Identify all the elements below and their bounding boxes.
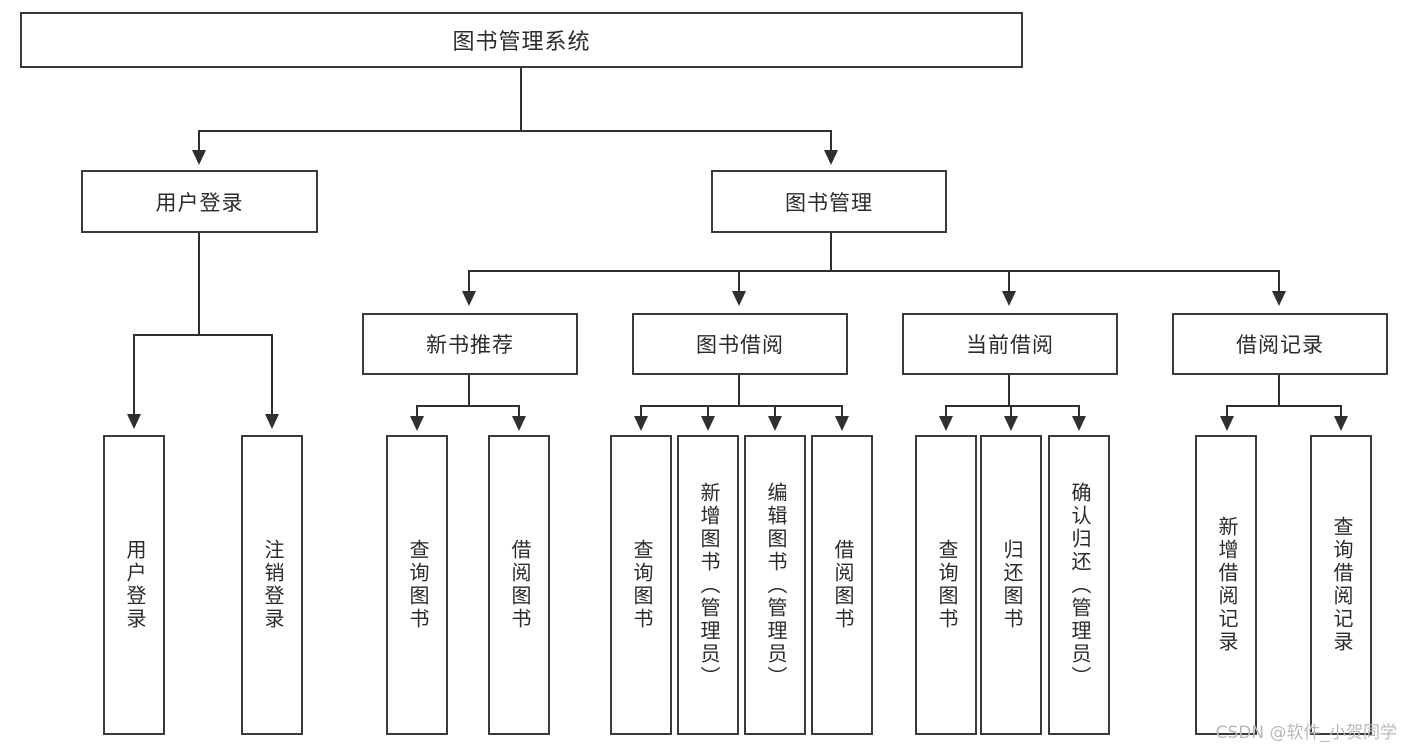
connector-root-bus	[198, 130, 832, 132]
arrow-to-leaf-br-2	[1334, 416, 1348, 431]
node-borrow-record[interactable]: 借阅记录	[1172, 313, 1388, 375]
leaf-logout[interactable]: 注销登录	[241, 435, 303, 735]
node-label: 查询图书	[935, 539, 957, 631]
connector-nbr-bus	[416, 405, 520, 407]
arrow-to-leaf-bb-4	[835, 416, 849, 431]
node-label: 用户登录	[123, 539, 145, 631]
arrow-to-leaf-bb-3	[768, 416, 782, 431]
node-label: 查询借阅记录	[1330, 516, 1352, 654]
arrow-to-leaf-nbr-2	[512, 416, 526, 431]
connector-user-login-bus	[133, 334, 273, 336]
connector-bm-drop-3	[1008, 270, 1010, 293]
node-label: 新增借阅记录	[1215, 516, 1237, 654]
arrow-to-user-login	[192, 150, 206, 165]
connector-cb-bus	[945, 405, 1079, 407]
leaf-nbr-query-book[interactable]: 查询图书	[386, 435, 448, 735]
node-book-management[interactable]: 图书管理	[711, 170, 947, 233]
connector-root-stem	[520, 68, 522, 130]
node-label: 借阅记录	[1236, 334, 1324, 357]
arrow-to-leaf-logout	[265, 414, 279, 429]
connector-bb-drop-4	[841, 405, 843, 418]
connector-user-login-stem	[198, 233, 200, 334]
node-label: 用户登录	[155, 191, 244, 215]
arrow-to-leaf-bb-2	[701, 416, 715, 431]
connector-bb-drop-3	[774, 405, 776, 418]
leaf-nbr-borrow-book[interactable]: 借阅图书	[488, 435, 550, 735]
connector-book-management-stem	[830, 233, 832, 270]
node-label: 图书管理系统	[452, 29, 591, 54]
connector-cb-drop-2	[1010, 405, 1012, 418]
node-label: 借阅图书	[831, 539, 853, 631]
node-label: 归还图书	[1000, 539, 1022, 631]
arrow-to-book-borrow	[732, 291, 746, 306]
arrow-to-leaf-br-1	[1220, 416, 1234, 431]
node-label: 注销登录	[261, 539, 283, 631]
connector-br-stem	[1278, 375, 1280, 405]
leaf-cb-return-book[interactable]: 归还图书	[980, 435, 1042, 735]
node-label: 查询图书	[630, 539, 652, 631]
node-user-login[interactable]: 用户登录	[81, 170, 318, 233]
watermark-text: CSDN @软件_小贺同学	[1215, 723, 1397, 743]
connector-bb-drop-2	[707, 405, 709, 418]
connector-root-drop-right	[830, 130, 832, 152]
node-label: 图书管理	[785, 191, 873, 215]
arrow-to-current-borrow	[1002, 291, 1016, 306]
node-new-book-recommend[interactable]: 新书推荐	[362, 313, 578, 375]
arrow-to-book-management	[824, 150, 838, 165]
connector-br-bus	[1226, 405, 1342, 407]
leaf-bb-edit-book[interactable]: 编辑图书（管理员）	[744, 435, 806, 735]
node-book-management-system[interactable]: 图书管理系统	[20, 12, 1023, 68]
connector-bm-drop-2	[738, 270, 740, 293]
leaf-cb-query-book[interactable]: 查询图书	[915, 435, 977, 735]
connector-book-management-bus	[468, 270, 1280, 272]
leaf-br-add-record[interactable]: 新增借阅记录	[1195, 435, 1257, 735]
connector-user-login-drop-1	[133, 334, 135, 416]
connector-nbr-drop-1	[416, 405, 418, 418]
arrow-to-leaf-cb-1	[939, 416, 953, 431]
node-label: 借阅图书	[508, 539, 530, 631]
connector-cb-drop-1	[945, 405, 947, 418]
connector-bb-drop-1	[640, 405, 642, 418]
connector-br-drop-2	[1340, 405, 1342, 418]
leaf-bb-borrow-book[interactable]: 借阅图书	[811, 435, 873, 735]
connector-nbr-drop-2	[518, 405, 520, 418]
leaf-br-query-record[interactable]: 查询借阅记录	[1310, 435, 1372, 735]
arrow-to-new-book-recommend	[462, 291, 476, 306]
connector-cb-drop-3	[1078, 405, 1080, 418]
arrow-to-leaf-bb-1	[634, 416, 648, 431]
leaf-bb-add-book[interactable]: 新增图书（管理员）	[677, 435, 739, 735]
arrow-to-leaf-nbr-1	[410, 416, 424, 431]
node-label: 图书借阅	[696, 334, 784, 357]
connector-bb-bus	[640, 405, 842, 407]
arrow-to-leaf-user-login	[127, 414, 141, 429]
connector-cb-stem	[1008, 375, 1010, 405]
node-label: 查询图书	[406, 539, 428, 631]
arrow-to-borrow-record	[1272, 291, 1286, 306]
leaf-bb-query-book[interactable]: 查询图书	[610, 435, 672, 735]
connector-nbr-stem	[468, 375, 470, 405]
connector-br-drop-1	[1226, 405, 1228, 418]
node-label: 编辑图书（管理员）	[764, 481, 786, 689]
node-label: 确认归还（管理员）	[1068, 481, 1090, 689]
node-current-borrow[interactable]: 当前借阅	[902, 313, 1118, 375]
arrow-to-leaf-cb-3	[1072, 416, 1086, 431]
connector-user-login-drop-2	[271, 334, 273, 416]
node-label: 新书推荐	[426, 334, 514, 357]
connector-bm-drop-1	[468, 270, 470, 293]
arrow-to-leaf-cb-2	[1004, 416, 1018, 431]
connector-bm-drop-4	[1278, 270, 1280, 293]
node-label: 新增图书（管理员）	[697, 481, 719, 689]
node-book-borrow[interactable]: 图书借阅	[632, 313, 848, 375]
connector-bb-stem	[738, 375, 740, 405]
leaf-user-login[interactable]: 用户登录	[103, 435, 165, 735]
leaf-cb-confirm-return[interactable]: 确认归还（管理员）	[1048, 435, 1110, 735]
connector-root-drop-left	[198, 130, 200, 152]
node-label: 当前借阅	[966, 334, 1054, 357]
